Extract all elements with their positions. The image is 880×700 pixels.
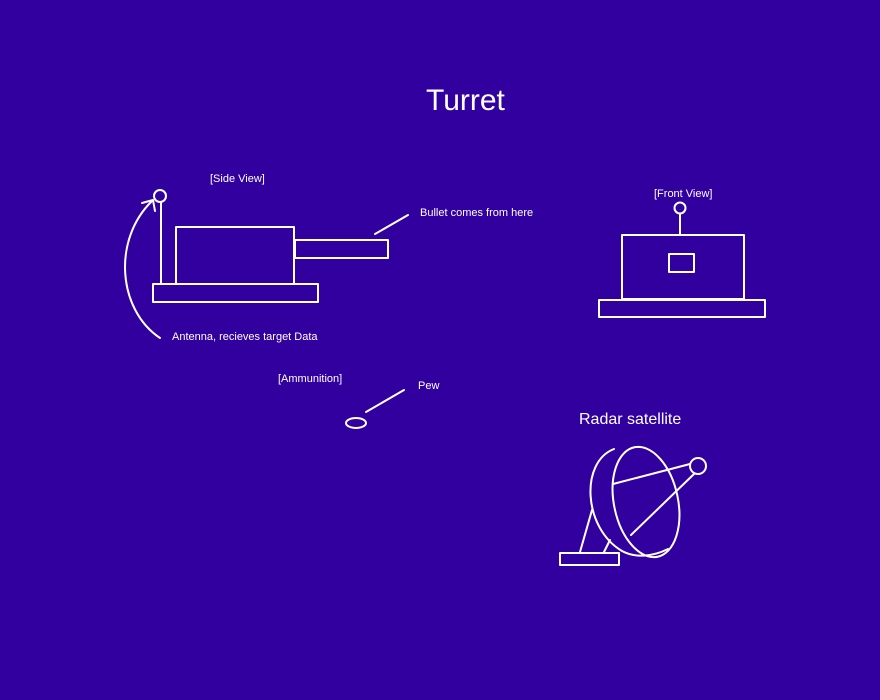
side-view-turret — [152, 189, 389, 303]
front-antenna-tip — [673, 201, 687, 215]
side-turret-body — [175, 226, 295, 285]
side-turret-barrel — [294, 239, 389, 259]
antenna-pointer-arrow — [124, 200, 161, 339]
bullet-note: Bullet comes from here — [420, 207, 534, 219]
radar-right-strut — [603, 539, 611, 553]
radar-feed-arm-upper — [612, 463, 691, 485]
front-turret-barrel-opening — [668, 253, 695, 273]
ammunition-label: [Ammunition] — [278, 373, 343, 385]
diagram-title: Turret — [426, 84, 505, 117]
antenna-note: Antenna, recieves target Data — [172, 331, 318, 343]
radar-dish-rim — [611, 445, 681, 559]
side-view-label: [Side View] — [210, 173, 265, 185]
side-antenna-tip — [153, 189, 167, 203]
radar-feed-arm-lower — [630, 473, 695, 536]
radar-satellite-dish — [559, 445, 707, 566]
antenna-pointer-arrowhead — [141, 199, 156, 212]
radar-receiver — [689, 457, 707, 475]
bullet-pointer-line — [374, 214, 409, 235]
front-turret-base — [598, 299, 766, 318]
ammunition-pointer-line — [365, 389, 405, 413]
ammunition-note: Pew — [418, 380, 440, 392]
radar-left-strut — [579, 509, 593, 553]
front-view-turret — [598, 201, 766, 318]
radar-dish-back — [589, 448, 669, 557]
radar-base — [559, 552, 620, 566]
front-view-label: [Front View] — [654, 188, 713, 200]
radar-satellite-label: Radar satellite — [579, 411, 682, 428]
front-turret-body — [621, 234, 745, 300]
side-turret-base — [152, 283, 319, 303]
ammunition-round — [345, 417, 367, 429]
